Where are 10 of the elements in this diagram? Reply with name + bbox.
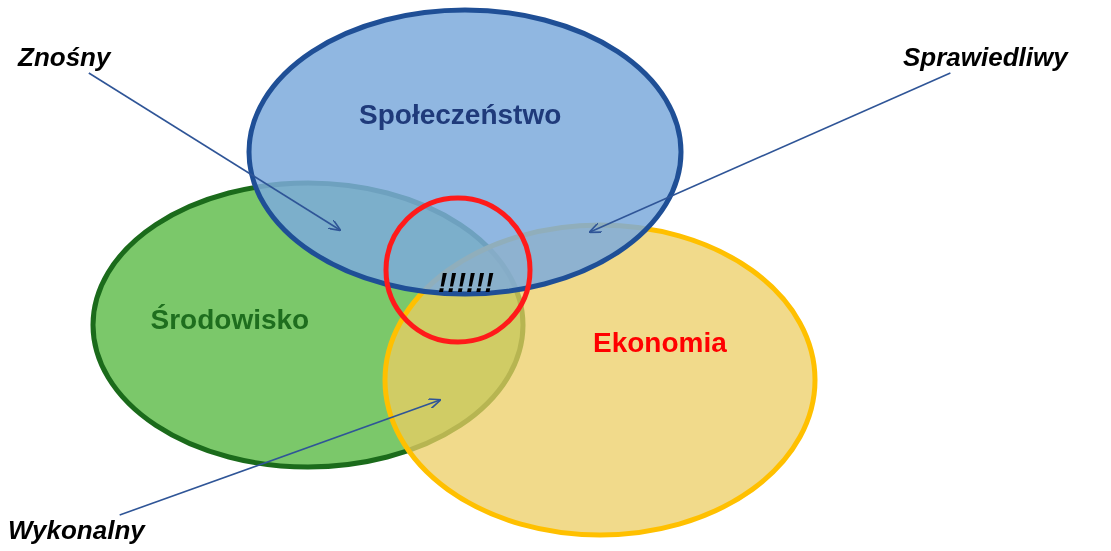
callout-label: Wykonalny xyxy=(8,515,145,546)
emphasis-text: !!!!!! xyxy=(438,267,494,299)
callout-label: Sprawiedliwy xyxy=(903,42,1068,73)
leader-arrow xyxy=(118,398,442,516)
region-label: Ekonomia xyxy=(593,327,727,359)
region-label: Środowisko xyxy=(150,304,310,336)
region-label: Społeczeństwo xyxy=(359,99,562,131)
callout-label: Znośny xyxy=(18,42,111,73)
leader-arrow xyxy=(588,72,952,234)
leader-arrow xyxy=(88,72,342,232)
